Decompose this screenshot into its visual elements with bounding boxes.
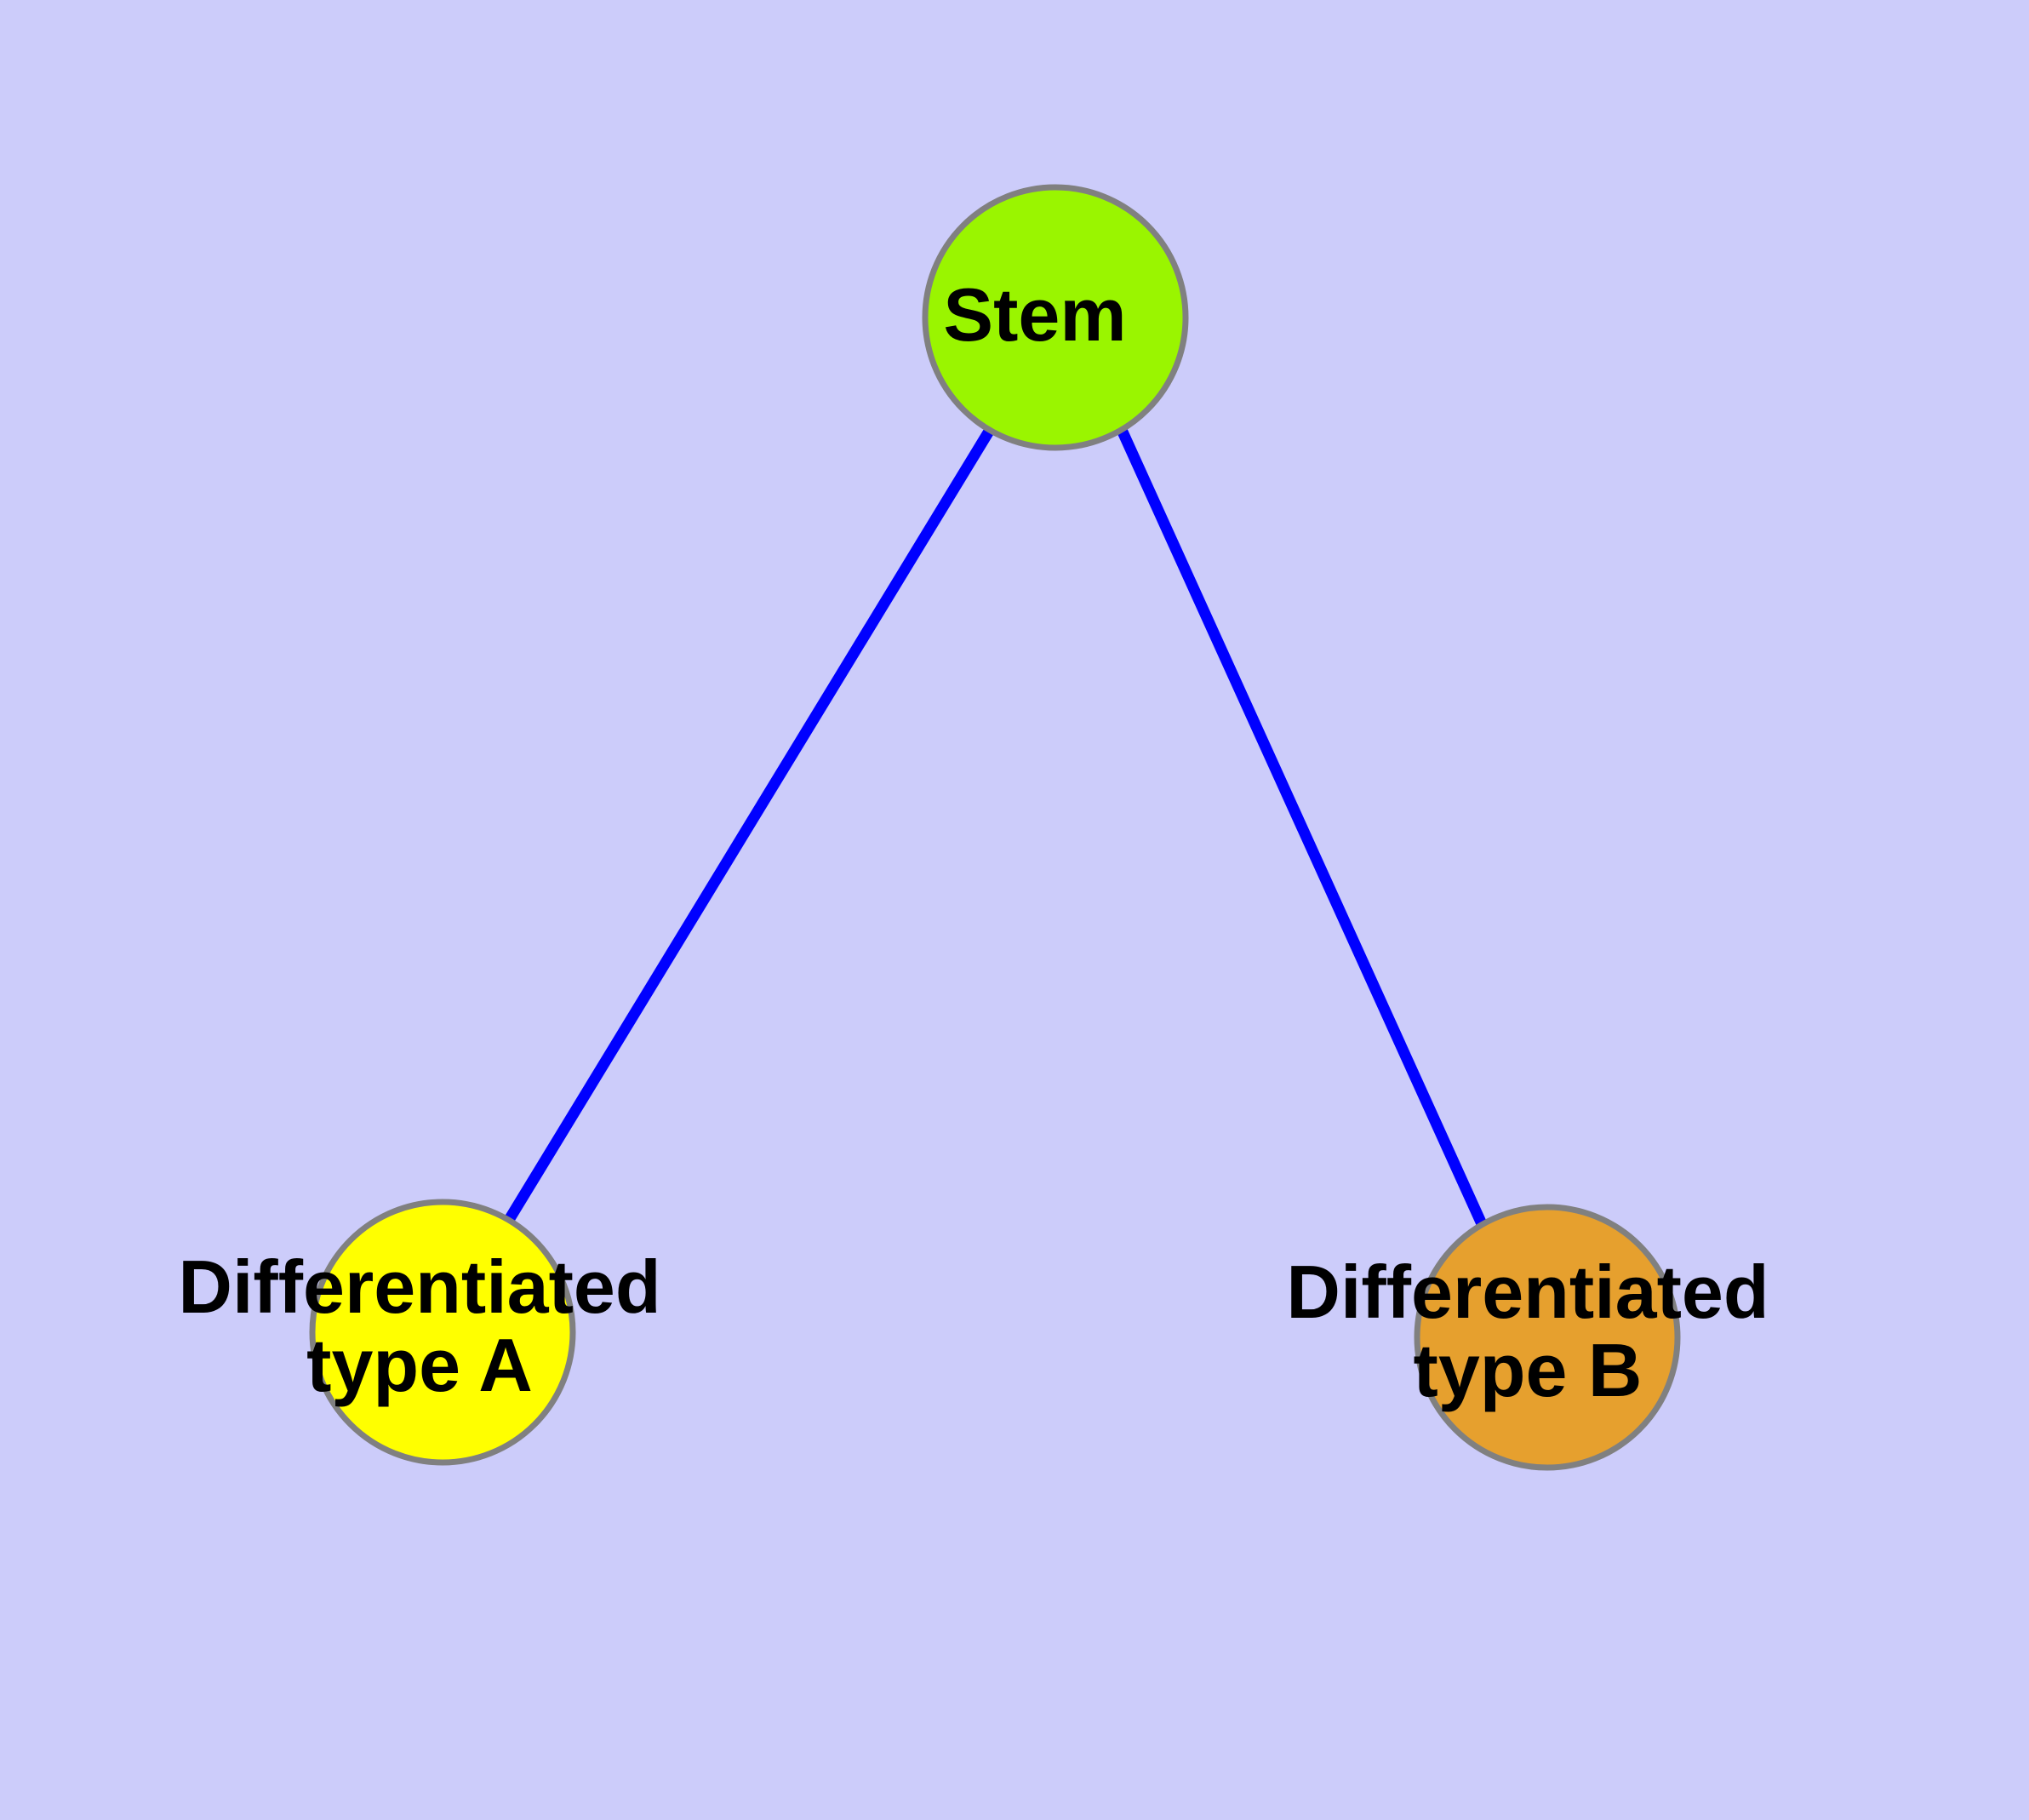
edge-layer (504, 426, 1488, 1228)
node-stem-circle[interactable] (922, 184, 1189, 451)
node-stem[interactable]: Stem (922, 184, 1189, 451)
node-differentiated-type-a-circle[interactable] (309, 1199, 576, 1466)
edge-stem-to-differentiated-type-a[interactable] (504, 426, 995, 1223)
node-differentiated-type-b-circle[interactable] (1414, 1204, 1681, 1471)
edge-stem-to-differentiated-type-b[interactable] (1117, 427, 1488, 1228)
node-stem-label: Stem (943, 272, 1126, 357)
